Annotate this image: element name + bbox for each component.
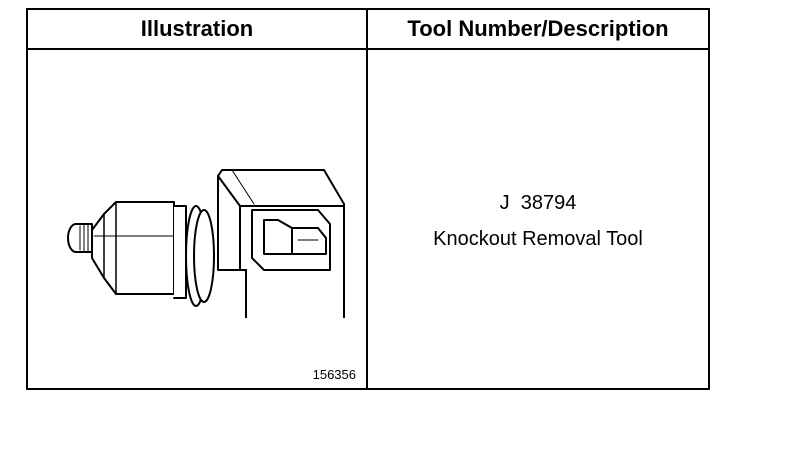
column-divider — [366, 10, 368, 388]
header-divider — [28, 48, 708, 50]
figure-number: 156356 — [312, 367, 356, 382]
tool-number: J 38794 — [499, 192, 577, 214]
tool-table: Illustration Tool Number/Description — [26, 8, 710, 390]
header-illustration: Illustration — [140, 16, 254, 41]
illustration-cell: 156356 — [28, 50, 366, 388]
knockout-removal-tool-icon — [67, 169, 345, 318]
tool-name: Knockout Removal Tool — [433, 228, 643, 250]
description-cell: J 38794 Knockout Removal Tool — [368, 50, 708, 388]
header-tool-number-description: Tool Number/Description — [407, 16, 669, 41]
